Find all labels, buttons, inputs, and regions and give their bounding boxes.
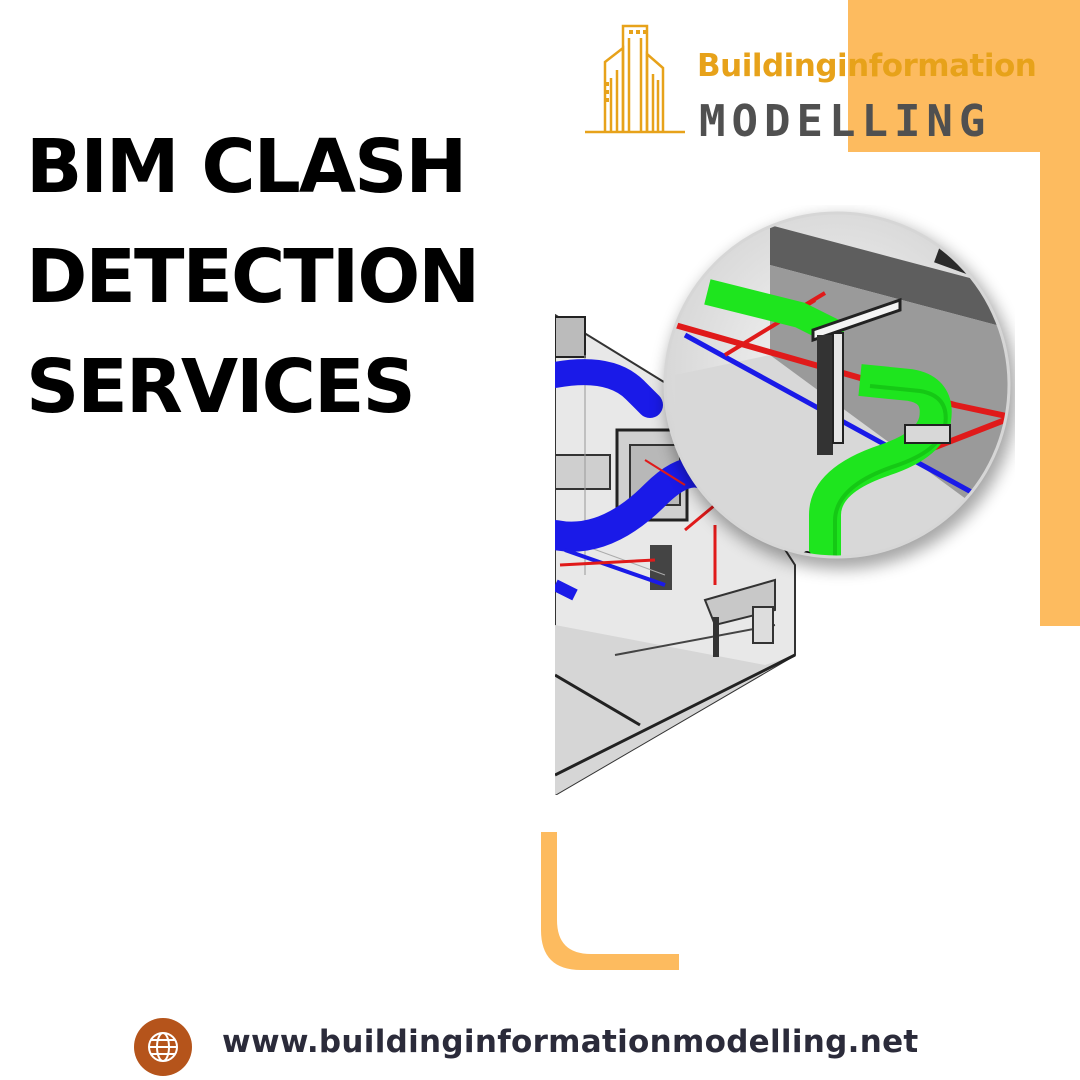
building-skyline-icon bbox=[585, 24, 685, 134]
brand-logo[interactable]: Buildinginformation MODELLING bbox=[585, 18, 1045, 147]
brand-name-line1: Buildinginformation bbox=[697, 48, 1037, 84]
globe-icon bbox=[148, 1032, 178, 1062]
page-headline: BIM CLASH DETECTION SERVICES bbox=[26, 112, 480, 442]
website-link[interactable]: www.buildinginformationmodelling.net bbox=[222, 1024, 919, 1060]
brand-name-line2: MODELLING bbox=[699, 96, 992, 147]
orange-accent-strip-right bbox=[1040, 152, 1080, 626]
orange-accent-block-top bbox=[848, 0, 1080, 152]
orange-corner-bracket bbox=[541, 832, 679, 970]
headline-line-1: BIM CLASH bbox=[26, 124, 467, 210]
isometric-floor-plan bbox=[555, 313, 796, 795]
magnifier-lens bbox=[665, 213, 1009, 557]
headline-line-3: SERVICES bbox=[26, 344, 416, 430]
clash-detection-illustration bbox=[555, 211, 1015, 795]
website-badge[interactable] bbox=[134, 1018, 192, 1076]
headline-line-2: DETECTION bbox=[26, 234, 480, 320]
